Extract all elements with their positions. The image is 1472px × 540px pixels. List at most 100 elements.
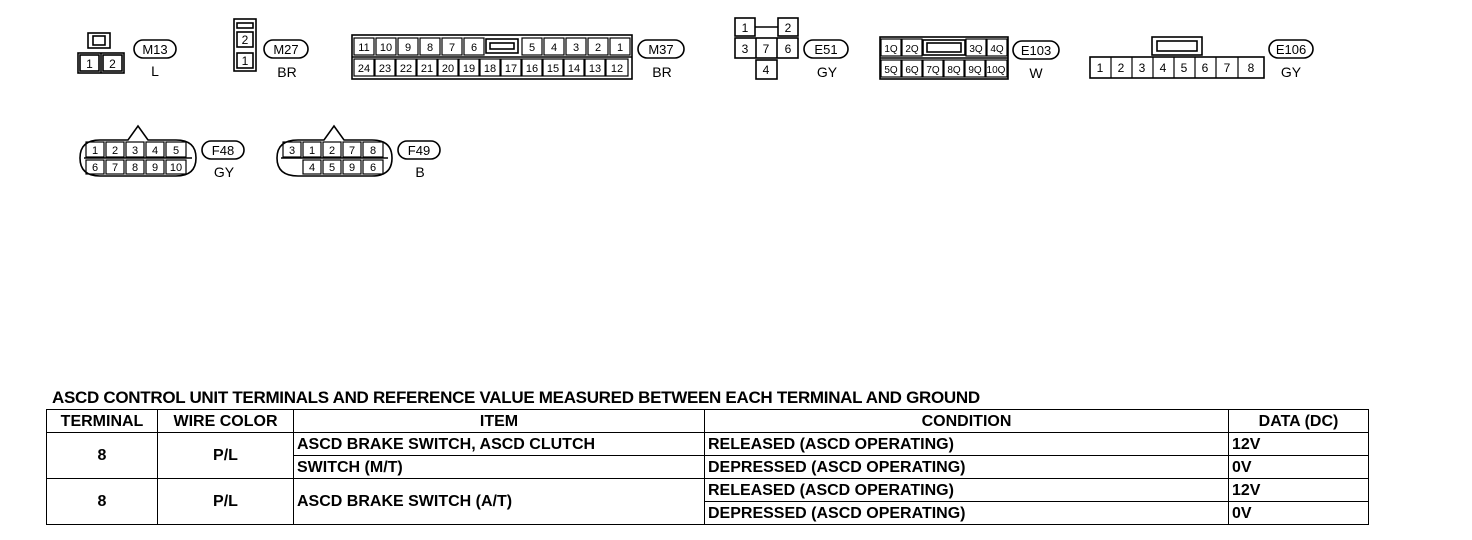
- connector-e106: 1 2 3 4 5 6 7 8 E106 GY: [1089, 36, 1314, 80]
- pin-label: 5Q: [884, 65, 898, 76]
- pin-label: 6: [370, 162, 376, 174]
- pin-label: 7Q: [926, 65, 940, 76]
- pin-label: 8: [1248, 61, 1255, 75]
- pin-label: 2: [1118, 61, 1125, 75]
- pin-label: 2: [112, 145, 118, 157]
- wire-color-label: W: [1029, 65, 1043, 81]
- pin-label: 5: [173, 145, 179, 157]
- wire-color-label: BR: [652, 64, 671, 80]
- pin-label: 15: [547, 63, 559, 75]
- pin-label: 8: [427, 42, 433, 54]
- connector-f48: 1 2 3 4 5 6 7 8 9 10 F48 GY: [79, 124, 245, 180]
- pin-label: 9: [152, 162, 158, 174]
- wire-color-cell: P/L: [157, 478, 294, 525]
- pin-label: 8: [132, 162, 138, 174]
- pin-label: 4Q: [990, 44, 1004, 55]
- pin-label: 4: [551, 42, 557, 54]
- header-data: DATA (DC): [1228, 409, 1369, 433]
- pin-label: 23: [379, 63, 391, 75]
- pin-label: 6Q: [905, 65, 919, 76]
- wire-color-label: L: [151, 63, 159, 79]
- connector-e103: 1Q 2Q 3Q 4Q 5Q 6Q 7Q 8Q 9Q 10Q E103 W: [879, 36, 1060, 81]
- pin-label: 4: [763, 63, 770, 77]
- pin-label: 7: [449, 42, 455, 54]
- wire-color-label: GY: [214, 164, 235, 180]
- pin-label: 2: [785, 21, 792, 35]
- connector-id-label: E106: [1276, 42, 1306, 57]
- condition-cell: RELEASED (ASCD OPERATING): [704, 432, 1229, 456]
- pin-label: 12: [611, 63, 623, 75]
- pin-label: 10Q: [987, 65, 1006, 76]
- condition-cell: DEPRESSED (ASCD OPERATING): [704, 455, 1229, 479]
- pin-label: 7: [1224, 61, 1231, 75]
- connector-id-label: M37: [648, 42, 673, 57]
- pin-label: 3Q: [969, 44, 983, 55]
- pin-label: 1: [742, 21, 749, 35]
- pin-label: 1: [92, 145, 98, 157]
- item-cell: ASCD BRAKE SWITCH, ASCD CLUTCH: [293, 432, 705, 456]
- pin-label: 19: [463, 63, 475, 75]
- pin-label: 22: [400, 63, 412, 75]
- connector-id-label: M13: [142, 42, 167, 57]
- connector-id-label: F49: [408, 143, 430, 158]
- pin-label: 3: [742, 42, 749, 56]
- connector-id-label: M27: [273, 42, 298, 57]
- pin-label: 1: [242, 54, 249, 68]
- pin-label: 2: [329, 145, 335, 157]
- data-cell: 0V: [1228, 501, 1369, 525]
- pin-label: 8Q: [947, 65, 961, 76]
- table-header-row: TERMINAL WIRE COLOR ITEM CONDITION DATA …: [46, 409, 1369, 433]
- wire-color-label: GY: [817, 64, 838, 80]
- pin-label: 5: [529, 42, 535, 54]
- pin-label: 2: [109, 57, 116, 71]
- connector-e51: 1 2 3 7 6 4 E51 GY: [734, 17, 849, 80]
- pin-label: 24: [358, 63, 370, 75]
- table-title: ASCD CONTROL UNIT TERMINALS AND REFERENC…: [52, 388, 980, 407]
- pin-label: 6: [785, 42, 792, 56]
- pin-label: 4: [309, 162, 315, 174]
- wire-color-label: BR: [277, 64, 296, 80]
- pin-label: 7: [112, 162, 118, 174]
- pin-label: 10: [380, 42, 392, 54]
- header-item: ITEM: [293, 409, 705, 433]
- pin-label: 3: [1139, 61, 1146, 75]
- pin-label: 9Q: [968, 65, 982, 76]
- pin-label: 3: [132, 145, 138, 157]
- pin-label: 14: [568, 63, 580, 75]
- pin-label: 18: [484, 63, 496, 75]
- connector-id-label: E103: [1021, 43, 1051, 58]
- connector-id-label: E51: [814, 42, 837, 57]
- item-cell: ASCD BRAKE SWITCH (A/T): [293, 478, 705, 525]
- connector-id-label: F48: [212, 143, 234, 158]
- pin-label: 8: [370, 145, 376, 157]
- pin-label: 16: [526, 63, 538, 75]
- wire-color-cell: P/L: [157, 432, 294, 479]
- pin-label: 2: [595, 42, 601, 54]
- condition-cell: DEPRESSED (ASCD OPERATING): [704, 501, 1229, 525]
- pin-label: 5: [1181, 61, 1188, 75]
- pin-label: 13: [589, 63, 601, 75]
- data-cell: 0V: [1228, 455, 1369, 479]
- pin-label: 1: [1097, 61, 1104, 75]
- wire-color-label: B: [415, 164, 424, 180]
- connector-m13: 1 2 M13 L: [77, 32, 177, 79]
- pin-label: 7: [763, 42, 770, 56]
- pin-label: 4: [1160, 61, 1167, 75]
- condition-cell: RELEASED (ASCD OPERATING): [704, 478, 1229, 502]
- pin-label: 9: [405, 42, 411, 54]
- pin-label: 21: [421, 63, 433, 75]
- pin-label: 1Q: [884, 44, 898, 55]
- pin-label: 2Q: [905, 44, 919, 55]
- connector-f49: 3 1 2 7 8 4 5 9 6 F49 B: [276, 124, 441, 180]
- terminal-cell: 8: [46, 432, 158, 479]
- connector-m27: 2 1 M27 BR: [233, 18, 309, 80]
- pin-label: 6: [471, 42, 477, 54]
- connector-diagram: 1 2 M13 L 2 1 M27 BR: [77, 17, 1314, 180]
- pin-label: 4: [152, 145, 158, 157]
- wire-color-label: GY: [1281, 64, 1302, 80]
- item-cell: SWITCH (M/T): [293, 455, 705, 479]
- pin-label: 3: [289, 145, 295, 157]
- connector-m37: 11 10 9 8 7 6 5 4 3 2 1 24 23 22 21 20 1…: [351, 34, 685, 80]
- pin-label: 3: [573, 42, 579, 54]
- data-cell: 12V: [1228, 478, 1369, 502]
